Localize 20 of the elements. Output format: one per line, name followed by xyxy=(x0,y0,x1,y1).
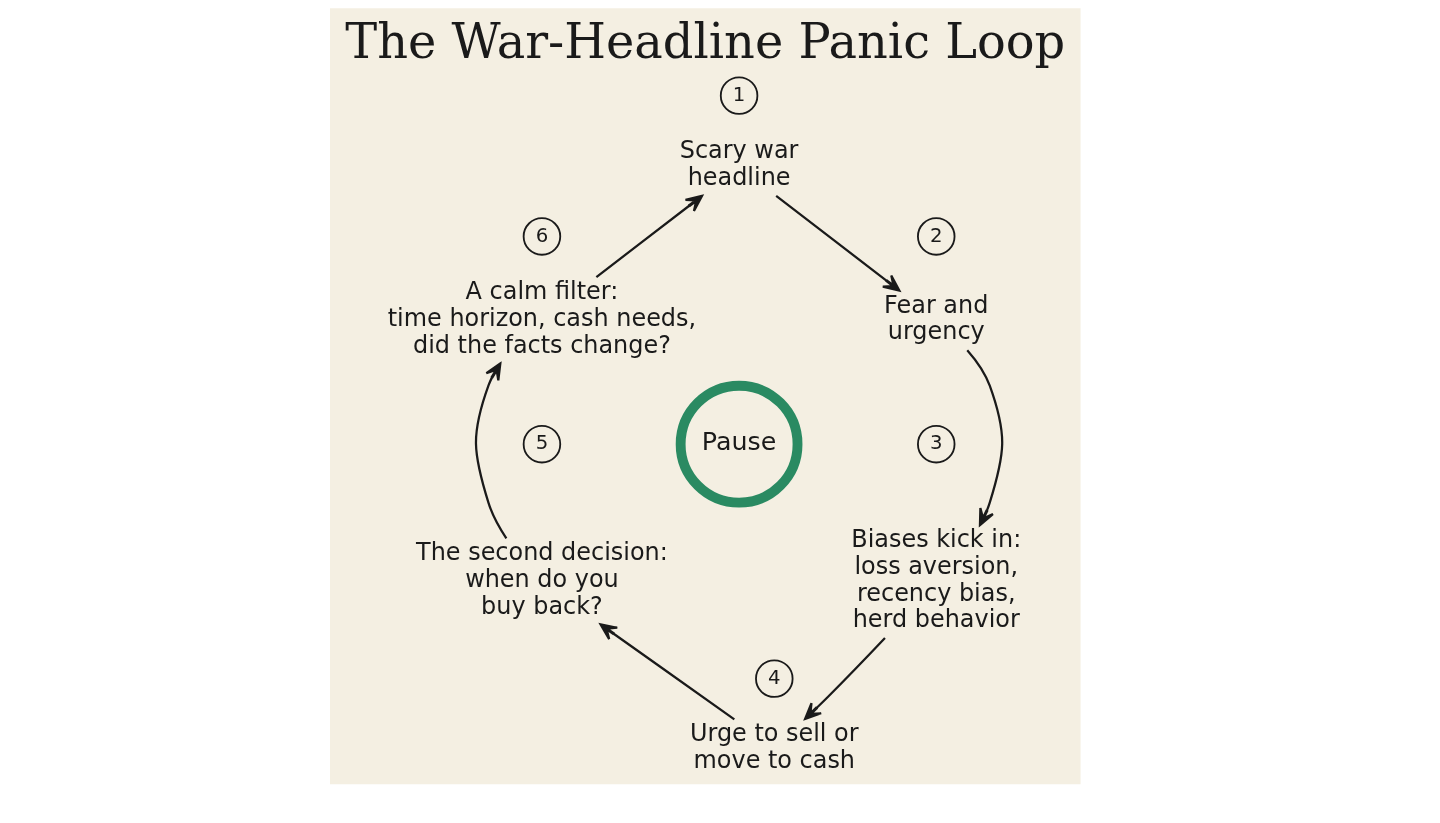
arrow xyxy=(474,362,507,539)
node-text: Fear and urgency xyxy=(883,290,988,346)
node-circle: 2 xyxy=(916,217,955,256)
diagram-title: The War-Headline Panic Loop xyxy=(344,13,1065,69)
arrow xyxy=(595,194,703,278)
arrow xyxy=(965,349,1003,527)
node-text: Biases kick in: loss aversion, recency bias, herd behavior xyxy=(850,525,1021,634)
node-text: Urge to sell or move to cash xyxy=(689,719,859,775)
node-text: The second decision: when do you buy back? xyxy=(415,538,668,620)
node-text: Scary war headline xyxy=(679,136,798,192)
node-circle: 1 xyxy=(719,76,758,115)
node-text: A calm filter: time horizon, cash needs, did the facts change? xyxy=(387,277,696,359)
node-circle: 3 xyxy=(916,424,955,464)
arrow xyxy=(598,623,735,721)
node-circle: Pause xyxy=(675,380,802,508)
node-circle: 6 xyxy=(522,217,561,256)
node-circle: 4 xyxy=(754,659,793,698)
node-circle: 5 xyxy=(522,424,561,464)
arrow xyxy=(803,637,886,721)
arrow xyxy=(775,195,900,292)
